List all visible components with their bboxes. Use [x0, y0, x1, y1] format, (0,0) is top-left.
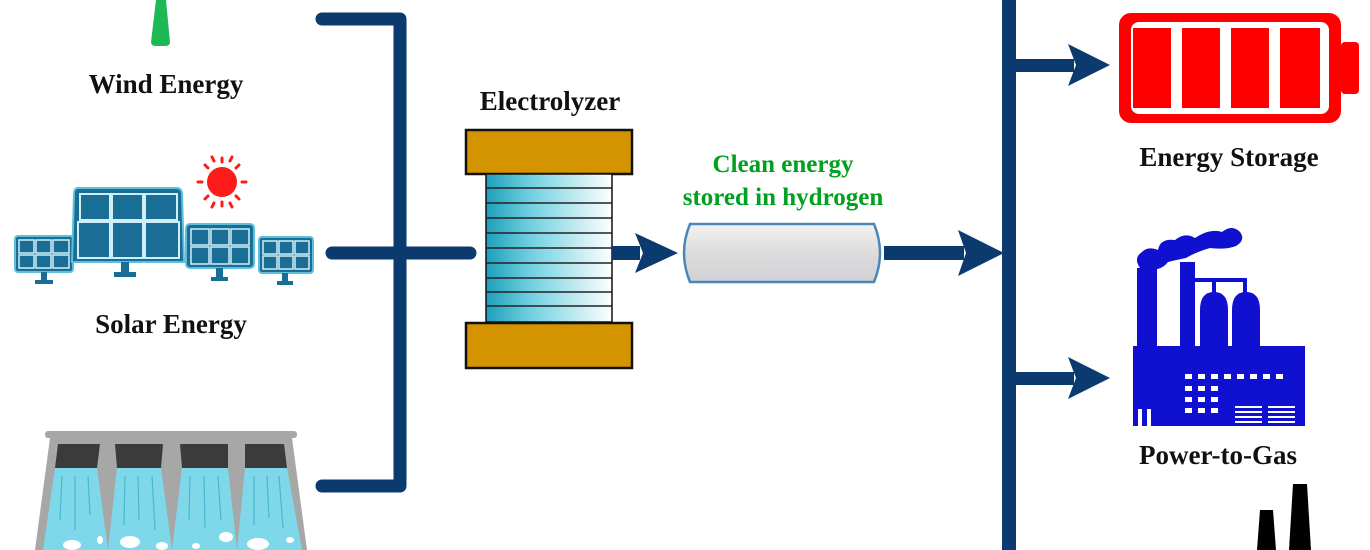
wind-energy-label: Wind Energy: [89, 69, 244, 99]
battery-icon: [1119, 13, 1359, 123]
electrolyzer-icon: [464, 128, 634, 370]
hydro-dam-icon: [35, 431, 307, 550]
source-connector: [315, 12, 477, 493]
tank-to-bus-arrow: [884, 230, 1004, 276]
hydrogen-tank-icon: [682, 222, 882, 284]
electrolyzer-to-tank-arrow: [612, 233, 678, 273]
bus-to-battery-arrow: [1016, 44, 1110, 86]
wind-turbine-icon: [151, 0, 170, 46]
electrolyzer-label: Electrolyzer: [480, 86, 620, 116]
clean-energy-label: Clean energy: [713, 151, 854, 178]
power-to-gas-label: Power-to-Gas: [1139, 440, 1297, 470]
bus-to-factory-arrow: [1016, 357, 1110, 399]
factory-icon: [1133, 228, 1305, 426]
solar-energy-label: Solar Energy: [95, 309, 247, 339]
energy-storage-label: Energy Storage: [1139, 142, 1318, 172]
output-bus: [1002, 0, 1016, 550]
chimney-icon: [1257, 484, 1311, 550]
stored-in-hydrogen-label: stored in hydrogen: [683, 184, 884, 211]
sun-icon: [196, 155, 248, 209]
solar-panel-icon: [14, 187, 314, 285]
